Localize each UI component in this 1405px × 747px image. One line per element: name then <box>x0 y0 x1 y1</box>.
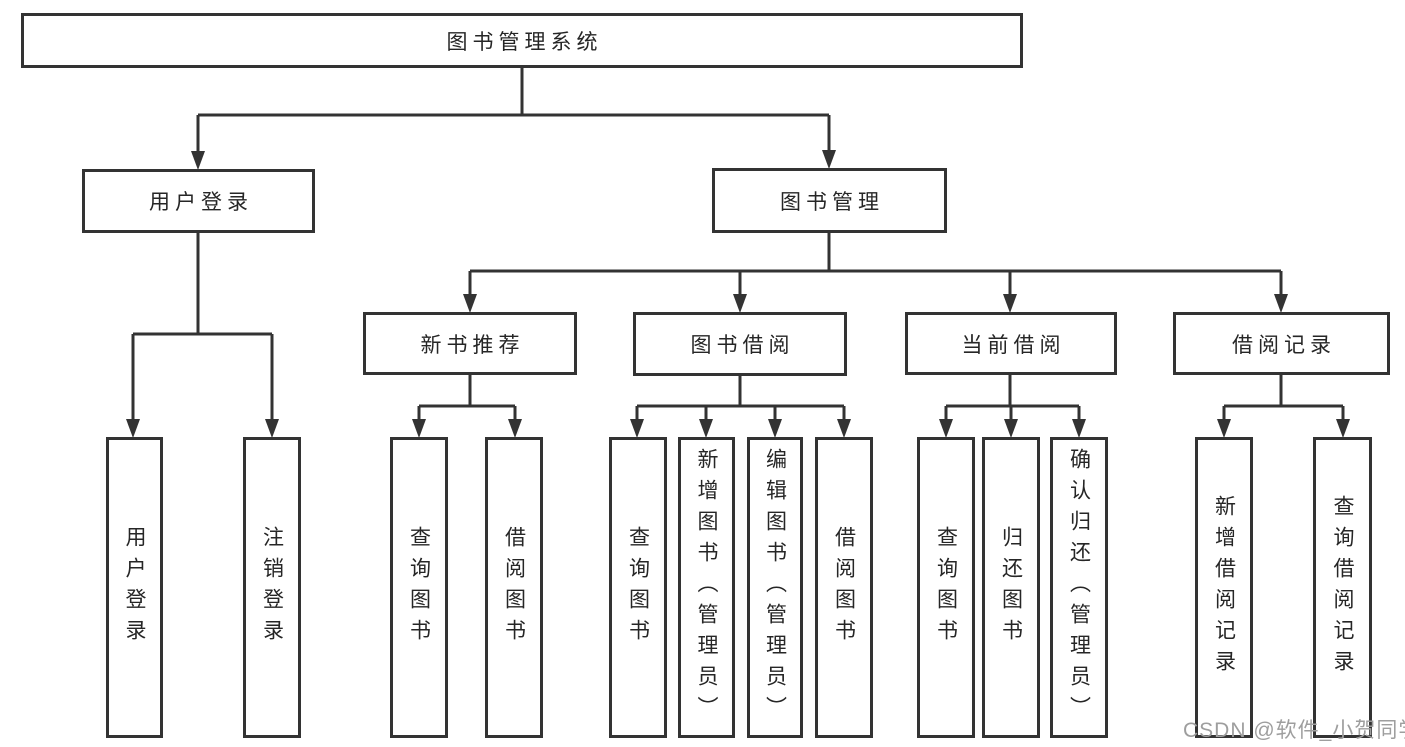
node-book-management: 图书管理 <box>712 168 947 233</box>
leaf-records-add-record: 新增借阅记录 <box>1195 437 1253 738</box>
leaf-current-confirm-return-admin: 确认归还（管理员） <box>1050 437 1108 738</box>
leaf-logout: 注销登录 <box>243 437 301 738</box>
node-label: 查询图书 <box>934 525 958 650</box>
node-label: 查询图书 <box>407 525 431 650</box>
node-label: 图书管理 <box>780 190 884 214</box>
node-current-borrowing: 当前借阅 <box>905 312 1117 375</box>
node-label: 借阅记录 <box>1232 333 1336 357</box>
node-borrowing-records: 借阅记录 <box>1173 312 1390 375</box>
node-label: 图书借阅 <box>690 334 795 357</box>
node-user-login: 用户登录 <box>82 169 315 233</box>
node-label: 确认归还（管理员） <box>1067 448 1091 727</box>
leaf-borrowing-edit-books-admin: 编辑图书（管理员） <box>747 437 803 738</box>
node-label: 编辑图书（管理员） <box>763 448 787 727</box>
leaf-borrowing-borrow-books: 借阅图书 <box>815 437 873 738</box>
node-label: 新书推荐 <box>420 333 525 357</box>
node-label: 用户登录 <box>149 191 253 214</box>
node-label: 用户登录 <box>123 525 146 650</box>
node-label: 查询借阅记录 <box>1331 494 1354 681</box>
node-label: 借阅图书 <box>502 525 526 650</box>
leaf-borrowing-query-books: 查询图书 <box>609 437 667 738</box>
leaf-records-query-record: 查询借阅记录 <box>1313 437 1372 738</box>
node-label: 借阅图书 <box>832 525 856 650</box>
csdn-watermark: CSDN @软件_小贺同学 <box>1183 719 1405 742</box>
leaf-borrowing-add-books-admin: 新增图书（管理员） <box>678 437 735 738</box>
leaf-recommend-query-books: 查询图书 <box>390 437 448 738</box>
node-label: 归还图书 <box>999 525 1023 650</box>
leaf-current-return-books: 归还图书 <box>982 437 1040 738</box>
node-label: 当前借阅 <box>961 333 1066 357</box>
leaf-current-query-books: 查询图书 <box>917 437 975 738</box>
node-label: 新增借阅记录 <box>1212 494 1236 681</box>
node-label: 注销登录 <box>260 525 284 650</box>
arrowheads <box>126 150 1350 438</box>
node-label: 图书管理系统 <box>446 30 603 54</box>
node-book-borrowing: 图书借阅 <box>633 312 847 376</box>
node-label: 新增图书（管理员） <box>695 448 718 727</box>
node-new-book-recommendation: 新书推荐 <box>363 312 577 375</box>
leaf-recommend-borrow-books: 借阅图书 <box>485 437 543 738</box>
node-label: 查询图书 <box>626 525 650 650</box>
leaf-user-login: 用户登录 <box>106 437 163 738</box>
node-root-library-system: 图书管理系统 <box>21 13 1023 68</box>
